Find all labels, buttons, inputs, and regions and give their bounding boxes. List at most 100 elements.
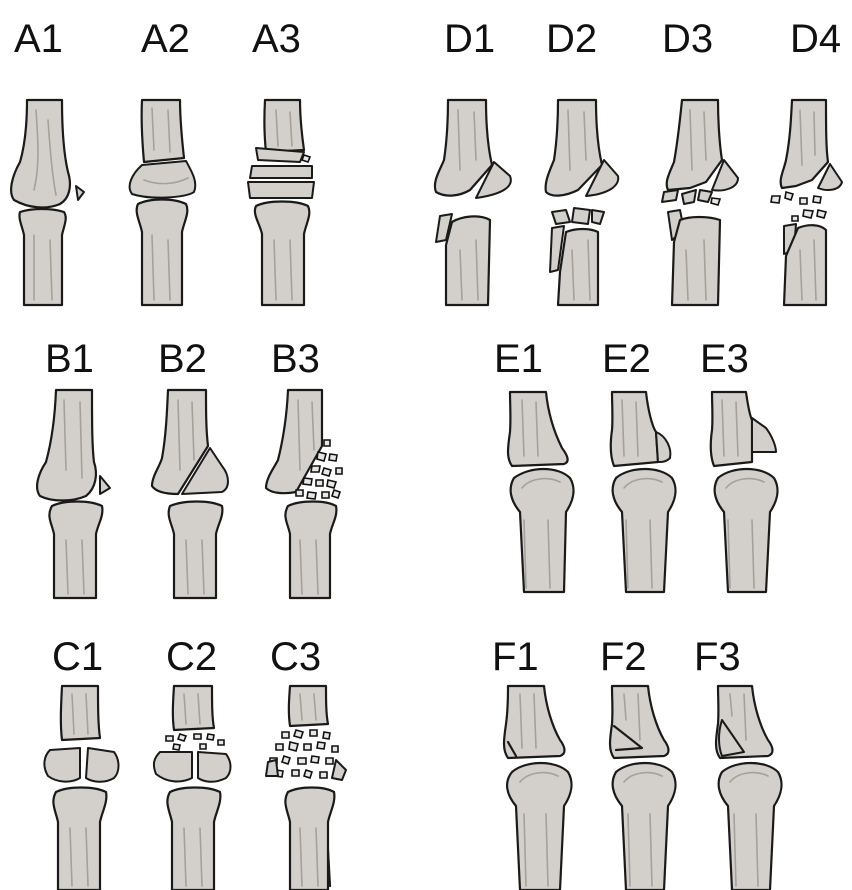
bone-chip xyxy=(803,210,813,218)
bone-chip xyxy=(292,770,299,776)
bone-chip xyxy=(326,758,333,764)
label-F2: F2 xyxy=(600,635,647,679)
joint-C3 xyxy=(266,686,346,890)
bone-chip xyxy=(303,478,312,485)
proximal-bone xyxy=(61,686,100,740)
distal-bone xyxy=(511,469,574,592)
label-D1: D1 xyxy=(444,17,495,61)
bone-chip xyxy=(310,730,317,736)
joint-E1 xyxy=(508,392,573,592)
joint-B3 xyxy=(266,390,342,598)
bone-chip xyxy=(311,756,319,763)
fracture-fragment xyxy=(662,190,678,202)
label-A1: A1 xyxy=(14,17,63,61)
distal-bone xyxy=(719,763,782,890)
joint-D1 xyxy=(435,100,511,305)
bone-chip xyxy=(817,210,826,218)
bone-chip xyxy=(320,772,327,778)
fracture-fragment xyxy=(266,760,278,776)
proximal-bone xyxy=(142,100,184,162)
proximal-bone xyxy=(611,392,658,466)
bone-chip xyxy=(771,196,780,203)
distal-bone xyxy=(613,469,676,592)
comminuted-fragments xyxy=(270,730,338,778)
bone-chip xyxy=(282,756,290,764)
bone-chip xyxy=(173,744,180,750)
label-B3: B3 xyxy=(271,337,320,381)
fracture-fragment xyxy=(154,752,192,781)
label-E1: E1 xyxy=(494,337,543,381)
joint-E3 xyxy=(711,392,778,592)
fracture-fragment xyxy=(572,208,590,224)
fracture-fragment xyxy=(250,166,312,178)
distal-bone xyxy=(613,763,676,890)
bone-chip xyxy=(785,192,793,200)
joint-E2 xyxy=(611,392,676,592)
bone-chip xyxy=(792,216,798,221)
joint-F2 xyxy=(610,686,675,890)
label-E2: E2 xyxy=(602,337,651,381)
fracture-fragment xyxy=(698,190,712,202)
joint-A2 xyxy=(130,100,196,305)
bone-chip xyxy=(323,732,330,739)
fracture-fragment xyxy=(76,186,84,200)
label-C1: C1 xyxy=(52,635,103,679)
distal-bone xyxy=(167,788,220,890)
bone-chip xyxy=(289,742,298,751)
proximal-bone xyxy=(289,686,328,726)
distal-bone xyxy=(446,216,490,305)
bone-chip xyxy=(307,492,316,499)
fracture-fragment xyxy=(592,210,604,224)
bone-chip xyxy=(298,758,306,764)
joint-A1 xyxy=(11,100,84,305)
joint-C1 xyxy=(44,686,118,890)
bone-chip xyxy=(166,736,173,741)
fracture-fragment xyxy=(752,418,776,452)
bone-chip xyxy=(322,468,331,476)
bone-chip xyxy=(311,466,320,472)
joint-D3 xyxy=(662,100,738,305)
bone-chip xyxy=(324,440,330,446)
bone-chip xyxy=(711,198,720,205)
joint-C2 xyxy=(154,686,231,890)
distal-bone xyxy=(169,502,223,599)
label-E3: E3 xyxy=(700,337,749,381)
distal-bone xyxy=(49,502,102,599)
label-F3: F3 xyxy=(694,635,741,679)
label-D3: D3 xyxy=(662,17,713,61)
bone-chip xyxy=(282,732,289,738)
joint-B1 xyxy=(37,390,110,598)
distal-bone xyxy=(558,229,598,305)
proximal-bone xyxy=(173,686,214,730)
bone-chip xyxy=(200,744,206,749)
label-F1: F1 xyxy=(492,635,539,679)
fracture-fragment xyxy=(682,190,696,204)
bone-chip xyxy=(178,734,186,741)
bone-chip xyxy=(304,744,311,750)
distal-bone xyxy=(672,217,720,305)
label-B1: B1 xyxy=(45,337,94,381)
bone-chip xyxy=(296,490,303,496)
joint-F1 xyxy=(504,686,571,890)
bone-chip xyxy=(332,746,338,752)
fracture-fragment xyxy=(248,182,314,198)
bone-chip xyxy=(304,770,312,778)
label-B2: B2 xyxy=(158,337,207,381)
label-A2: A2 xyxy=(141,17,190,61)
distal-bone xyxy=(285,502,336,599)
proximal-bone xyxy=(667,100,722,190)
label-C3: C3 xyxy=(270,635,321,679)
distal-bone xyxy=(285,788,334,890)
comminuted-fragments xyxy=(166,734,224,750)
bone-chip xyxy=(336,468,342,474)
label-D2: D2 xyxy=(546,17,597,61)
joint-B2 xyxy=(152,390,228,598)
bone-chip xyxy=(316,480,323,486)
label-A3: A3 xyxy=(252,17,301,61)
bone-chip xyxy=(800,198,807,204)
bone-chip xyxy=(294,730,303,738)
bone-chip xyxy=(322,492,329,498)
fracture-fragment xyxy=(100,476,110,494)
fracture-fragment xyxy=(44,748,80,782)
